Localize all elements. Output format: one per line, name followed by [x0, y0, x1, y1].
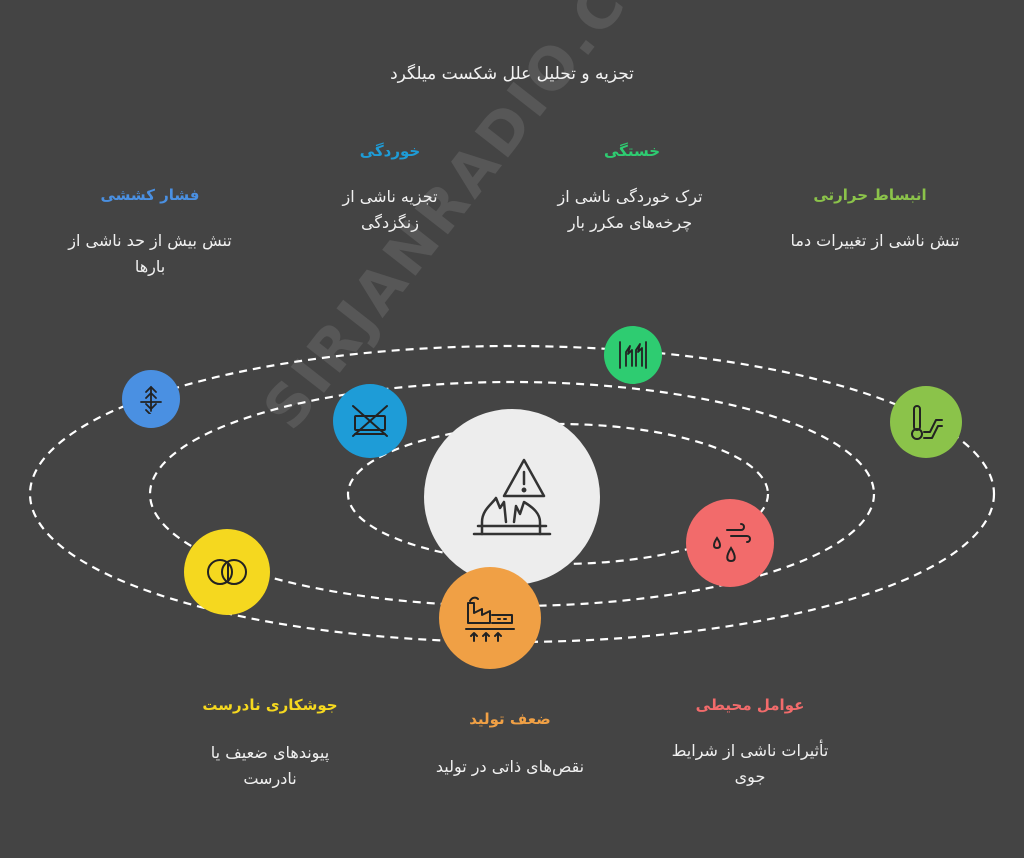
manufacturing-description: نقص‌های ذاتی در تولید	[400, 754, 620, 780]
thermal-heading: انبساط حرارتی	[813, 186, 927, 204]
environmental-desc-line2: جوی	[734, 767, 766, 786]
cracked-bars-icon	[619, 341, 647, 369]
tensile-node	[122, 370, 180, 428]
overlapping-rings-icon	[207, 559, 247, 585]
fatigue-desc-line2: چرخه‌های مکرر بار	[567, 213, 693, 232]
corrosion-description: تجزیه ناشی از زنگزدگی	[300, 184, 480, 236]
corrosion-heading: خوردگی	[359, 142, 421, 160]
tensile-heading: فشار کششی	[100, 186, 200, 204]
welding-desc-line1: پیوندهای ضعیف یا	[210, 743, 330, 762]
welding-heading: جوشکاری نادرست	[202, 696, 338, 714]
thermometer-icon	[911, 405, 943, 440]
fatigue-description: ترک خوردگی ناشی از چرخه‌های مکرر بار	[525, 184, 735, 236]
center-node	[424, 409, 600, 585]
manufacturing-desc-line1: نقص‌های ذاتی در تولید	[435, 757, 585, 776]
welding-node	[184, 529, 270, 615]
tensile-desc-line2: بارها	[134, 257, 166, 276]
tensile-desc-line1: تنش بیش از حد ناشی از	[68, 231, 232, 250]
corroded-pipe-icon	[352, 405, 388, 437]
tension-arrows-icon	[140, 385, 162, 414]
broken-rebar-warning-icon	[472, 458, 552, 536]
tensile-description: تنش بیش از حد ناشی از بارها	[35, 228, 265, 280]
corrosion-desc-line1: تجزیه ناشی از	[342, 187, 438, 206]
environmental-description: تأثیرات ناشی از شرایط جوی	[640, 738, 860, 790]
welding-desc-line2: نادرست	[243, 769, 297, 788]
welding-description: پیوندهای ضعیف یا نادرست	[170, 740, 370, 792]
fatigue-desc-line1: ترک خوردگی ناشی از	[557, 187, 703, 206]
corrosion-desc-line2: زنگزدگی	[361, 213, 419, 232]
manufacturing-node	[439, 567, 541, 669]
wind-rain-icon	[713, 523, 751, 563]
thermal-desc-line1: تنش ناشی از تغییرات دما	[790, 231, 960, 250]
environmental-heading: عوامل محیطی	[695, 696, 805, 714]
orbit-outer	[28, 344, 996, 644]
thermal-description: تنش ناشی از تغییرات دما	[755, 228, 995, 254]
factory-icon	[465, 596, 515, 642]
environmental-node	[686, 499, 774, 587]
thermal-node	[890, 386, 962, 458]
diagram-title: تجزیه و تحلیل علل شکست میلگرد	[390, 64, 634, 84]
fatigue-heading: خستگی	[603, 142, 661, 160]
manufacturing-heading: ضعف تولید	[469, 710, 551, 728]
corrosion-node	[333, 384, 407, 458]
fatigue-node	[604, 326, 662, 384]
environmental-desc-line1: تأثیرات ناشی از شرایط	[671, 741, 829, 760]
